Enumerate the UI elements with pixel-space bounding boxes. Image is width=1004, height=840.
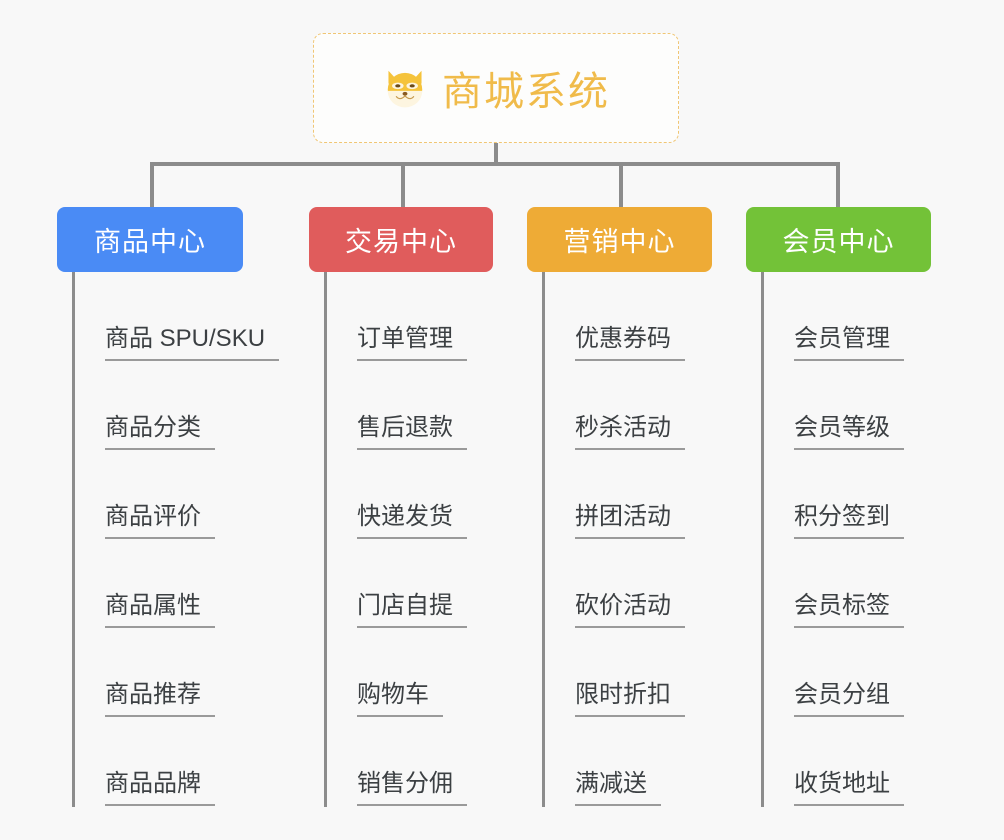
list-item[interactable]: 订单管理 bbox=[309, 272, 493, 361]
column-spine bbox=[72, 272, 75, 807]
list-item-label: 购物车 bbox=[357, 681, 443, 717]
list-item[interactable]: 销售分佣 bbox=[309, 717, 493, 806]
item-list-2: 订单管理 售后退款 快递发货 门店自提 购物车 销售分佣 bbox=[309, 272, 493, 807]
column-spine bbox=[542, 272, 545, 807]
list-item[interactable]: 商品品牌 bbox=[57, 717, 243, 806]
list-item[interactable]: 拼团活动 bbox=[527, 450, 712, 539]
list-item[interactable]: 商品推荐 bbox=[57, 628, 243, 717]
list-item-label: 商品推荐 bbox=[105, 681, 215, 717]
category-column-1: 商品中心 商品 SPU/SKU 商品分类 商品评价 商品属性 商品推荐 商品品牌 bbox=[57, 207, 280, 807]
list-item-label: 会员分组 bbox=[794, 681, 904, 717]
list-item-label: 门店自提 bbox=[357, 592, 467, 628]
category-header-label: 商品中心 bbox=[94, 227, 206, 257]
list-item[interactable]: 砍价活动 bbox=[527, 539, 712, 628]
category-header-4[interactable]: 会员中心 bbox=[746, 207, 931, 272]
list-item-label: 满减送 bbox=[575, 770, 661, 806]
list-item-label: 砍价活动 bbox=[575, 592, 685, 628]
item-list-3: 优惠券码 秒杀活动 拼团活动 砍价活动 限时折扣 满减送 bbox=[527, 272, 712, 807]
root-title: 商城系统 bbox=[442, 70, 610, 114]
connector-drop-3 bbox=[619, 162, 623, 209]
list-item-label: 会员管理 bbox=[794, 325, 904, 361]
category-column-2: 交易中心 订单管理 售后退款 快递发货 门店自提 购物车 销售分佣 bbox=[309, 207, 493, 807]
list-item-label: 商品分类 bbox=[105, 414, 215, 450]
list-item[interactable]: 优惠券码 bbox=[527, 272, 712, 361]
list-item-label: 商品品牌 bbox=[105, 770, 215, 806]
list-item[interactable]: 快递发货 bbox=[309, 450, 493, 539]
list-item-label: 优惠券码 bbox=[575, 325, 685, 361]
list-item-label: 售后退款 bbox=[357, 414, 467, 450]
category-header-2[interactable]: 交易中心 bbox=[309, 207, 493, 272]
list-item[interactable]: 商品属性 bbox=[57, 539, 243, 628]
connector-root-stem bbox=[494, 143, 498, 164]
connector-drop-2 bbox=[401, 162, 405, 209]
list-item[interactable]: 积分签到 bbox=[746, 450, 931, 539]
list-item-label: 快递发货 bbox=[357, 503, 467, 539]
list-item[interactable]: 售后退款 bbox=[309, 361, 493, 450]
connector-drop-1 bbox=[150, 162, 154, 209]
category-header-label: 会员中心 bbox=[782, 227, 895, 257]
list-item-label: 销售分佣 bbox=[357, 770, 467, 806]
list-item[interactable]: 限时折扣 bbox=[527, 628, 712, 717]
list-item-label: 限时折扣 bbox=[575, 681, 685, 717]
category-header-label: 交易中心 bbox=[345, 227, 457, 257]
list-item[interactable]: 满减送 bbox=[527, 717, 712, 806]
column-spine bbox=[324, 272, 327, 807]
category-column-4: 会员中心 会员管理 会员等级 积分签到 会员标签 会员分组 收货地址 bbox=[746, 207, 931, 807]
list-item[interactable]: 会员分组 bbox=[746, 628, 931, 717]
list-item-label: 会员等级 bbox=[794, 414, 904, 450]
list-item[interactable]: 商品 SPU/SKU bbox=[57, 272, 280, 361]
list-item[interactable]: 秒杀活动 bbox=[527, 361, 712, 450]
list-item[interactable]: 门店自提 bbox=[309, 539, 493, 628]
list-item[interactable]: 商品评价 bbox=[57, 450, 243, 539]
category-header-1[interactable]: 商品中心 bbox=[57, 207, 243, 272]
list-item-label: 订单管理 bbox=[357, 325, 467, 361]
item-list-4: 会员管理 会员等级 积分签到 会员标签 会员分组 收货地址 bbox=[746, 272, 931, 807]
category-header-3[interactable]: 营销中心 bbox=[527, 207, 712, 272]
list-item-label: 商品评价 bbox=[105, 503, 215, 539]
list-item[interactable]: 会员标签 bbox=[746, 539, 931, 628]
root-node[interactable]: 商城系统 bbox=[313, 33, 679, 143]
list-item[interactable]: 会员等级 bbox=[746, 361, 931, 450]
item-list-1: 商品 SPU/SKU 商品分类 商品评价 商品属性 商品推荐 商品品牌 bbox=[57, 272, 280, 807]
category-header-label: 营销中心 bbox=[563, 227, 676, 257]
column-spine bbox=[761, 272, 764, 807]
connector-bus bbox=[150, 162, 840, 166]
list-item-label: 拼团活动 bbox=[575, 503, 685, 539]
list-item-label: 商品属性 bbox=[105, 592, 215, 628]
connector-drop-4 bbox=[836, 162, 840, 209]
list-item-label: 商品 SPU/SKU bbox=[105, 325, 280, 361]
list-item-label: 积分签到 bbox=[794, 503, 904, 539]
list-item[interactable]: 收货地址 bbox=[746, 717, 931, 806]
list-item[interactable]: 会员管理 bbox=[746, 272, 931, 361]
list-item[interactable]: 商品分类 bbox=[57, 361, 243, 450]
list-item[interactable]: 购物车 bbox=[309, 628, 493, 717]
list-item-label: 秒杀活动 bbox=[575, 414, 685, 450]
shiba-dog-face-icon bbox=[382, 65, 428, 111]
list-item-label: 收货地址 bbox=[794, 770, 904, 806]
category-column-3: 营销中心 优惠券码 秒杀活动 拼团活动 砍价活动 限时折扣 满减送 bbox=[527, 207, 712, 807]
list-item-label: 会员标签 bbox=[794, 592, 904, 628]
